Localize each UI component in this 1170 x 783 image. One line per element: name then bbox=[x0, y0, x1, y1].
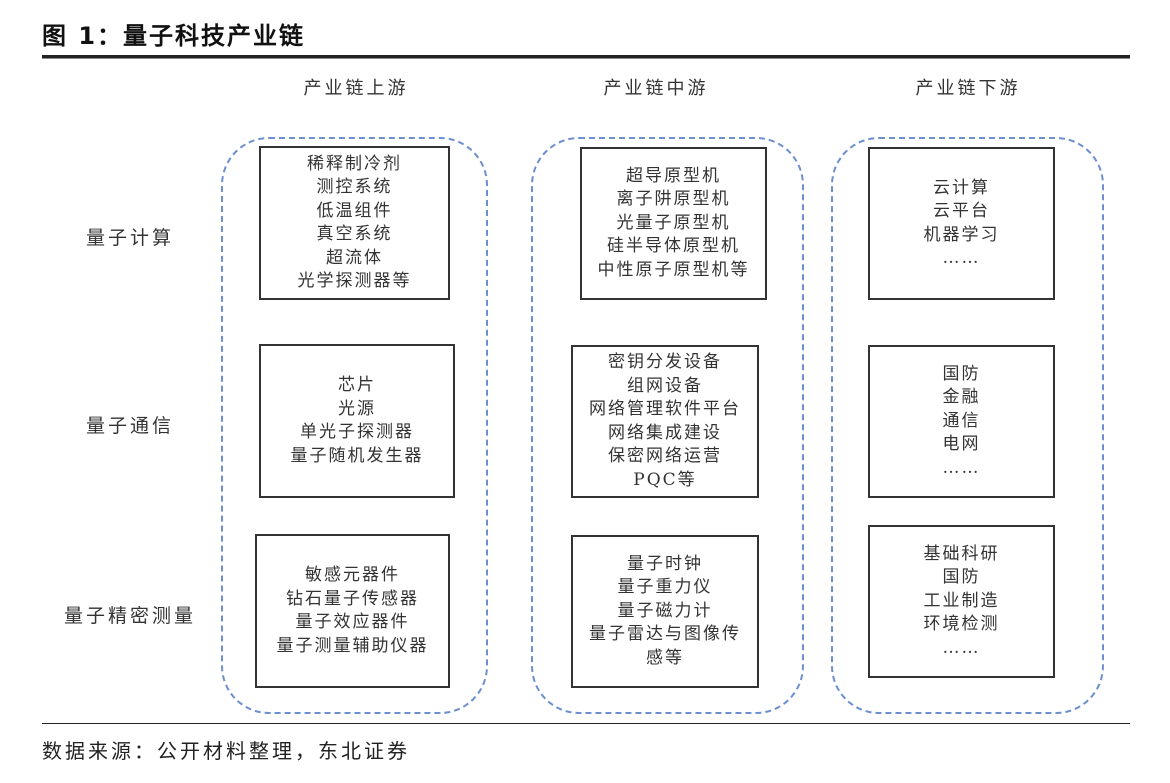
cell-item: 云平台 bbox=[933, 201, 990, 221]
cell-upstream-metrology: 敏感元器件 钻石量子传感器 量子效应器件 量子测量辅助仪器 bbox=[255, 534, 450, 688]
cell-item: 国防 bbox=[942, 363, 981, 384]
cell-item: 超流体 bbox=[326, 247, 383, 268]
top-divider bbox=[42, 55, 1130, 59]
cell-item: 电网 bbox=[942, 434, 981, 455]
source-note: 数据来源：公开材料整理，东北证券 bbox=[42, 739, 410, 763]
column-header-downstream: 产业链下游 bbox=[915, 78, 1021, 99]
cell-item: 网络集成建设 bbox=[608, 422, 722, 443]
cell-item: 量子雷达与图像传 bbox=[589, 624, 741, 645]
row-label-quantum-computing: 量子计算 bbox=[85, 227, 174, 249]
cell-item: 低温组件 bbox=[316, 200, 393, 221]
midstream-group bbox=[531, 137, 804, 714]
cell-item: 金融 bbox=[942, 387, 981, 408]
cell-item: …… bbox=[942, 248, 981, 268]
cell-upstream-computing: 稀释制冷剂 测控系统 低温组件 真空系统 超流体 光学探测器等 bbox=[259, 146, 450, 300]
cell-item: 组网设备 bbox=[627, 375, 703, 396]
cell-midstream-computing: 超导原型机 离子阱原型机 光量子原型机 硅半导体原型机 中性原子原型机等 bbox=[580, 147, 767, 300]
cell-item: 钻石量子传感器 bbox=[286, 588, 419, 609]
cell-item: 工业制造 bbox=[923, 590, 1000, 611]
cell-item: 单光子探测器 bbox=[300, 422, 414, 442]
row-label-quantum-communication: 量子通信 bbox=[85, 415, 174, 437]
cell-item: 光量子原型机 bbox=[616, 212, 731, 233]
cell-item: 网络管理软件平台 bbox=[589, 399, 741, 419]
cell-item: 敏感元器件 bbox=[305, 565, 400, 585]
upstream-group bbox=[221, 137, 488, 714]
cell-downstream-metrology: 基础科研 国防 工业制造 环境检测 …… bbox=[868, 525, 1055, 678]
cell-item: …… bbox=[942, 457, 981, 478]
cell-item: 环境检测 bbox=[923, 614, 1000, 635]
cell-item: 密钥分发设备 bbox=[608, 352, 722, 372]
cell-item: 通信 bbox=[942, 410, 981, 431]
cell-item: 真空系统 bbox=[316, 224, 393, 244]
column-header-upstream: 产业链上游 bbox=[303, 78, 409, 99]
cell-midstream-metrology: 量子时钟 量子重力仪 量子磁力计 量子雷达与图像传 感等 bbox=[571, 535, 759, 688]
cell-item: 离子阱原型机 bbox=[616, 189, 731, 210]
column-header-midstream: 产业链中游 bbox=[603, 78, 709, 99]
cell-item: PQC等 bbox=[633, 469, 697, 490]
cell-item: 量子磁力计 bbox=[617, 600, 713, 621]
downstream-group bbox=[831, 137, 1104, 714]
cell-item: 基础科研 bbox=[923, 543, 1000, 564]
cell-item: 超导原型机 bbox=[626, 165, 721, 186]
cell-item: 量子随机发生器 bbox=[290, 445, 424, 466]
cell-item: 机器学习 bbox=[923, 224, 1000, 245]
cell-item: 保密网络运营 bbox=[608, 446, 722, 466]
cell-item: 量子重力仪 bbox=[617, 577, 713, 598]
cell-item: 感等 bbox=[646, 647, 684, 668]
cell-upstream-communication: 芯片 光源 单光子探测器 量子随机发生器 bbox=[259, 344, 455, 498]
cell-item: 光学探测器等 bbox=[297, 271, 412, 291]
cell-item: 量子效应器件 bbox=[295, 612, 410, 632]
cell-item: 芯片 bbox=[338, 375, 376, 395]
row-label-quantum-metrology: 量子精密测量 bbox=[63, 605, 196, 627]
cell-item: 稀释制冷剂 bbox=[307, 153, 402, 174]
cell-downstream-communication: 国防 金融 通信 电网 …… bbox=[868, 345, 1055, 498]
figure-title: 图 1：量子科技产业链 bbox=[42, 22, 306, 50]
cell-item: 云计算 bbox=[933, 177, 990, 198]
cell-item: 硅半导体原型机 bbox=[607, 236, 740, 257]
cell-item: 测控系统 bbox=[316, 177, 393, 197]
cell-item: 中性原子原型机等 bbox=[597, 259, 750, 280]
cell-item: 国防 bbox=[942, 567, 981, 588]
cell-downstream-computing: 云计算 云平台 机器学习 …… bbox=[868, 147, 1055, 300]
cell-item: 光源 bbox=[338, 398, 376, 419]
cell-item: …… bbox=[942, 637, 981, 658]
cell-item: 量子时钟 bbox=[627, 553, 703, 574]
cell-midstream-communication: 密钥分发设备 组网设备 网络管理软件平台 网络集成建设 保密网络运营 PQC等 bbox=[571, 345, 759, 498]
cell-item: 量子测量辅助仪器 bbox=[276, 635, 429, 656]
bottom-divider bbox=[42, 723, 1130, 724]
